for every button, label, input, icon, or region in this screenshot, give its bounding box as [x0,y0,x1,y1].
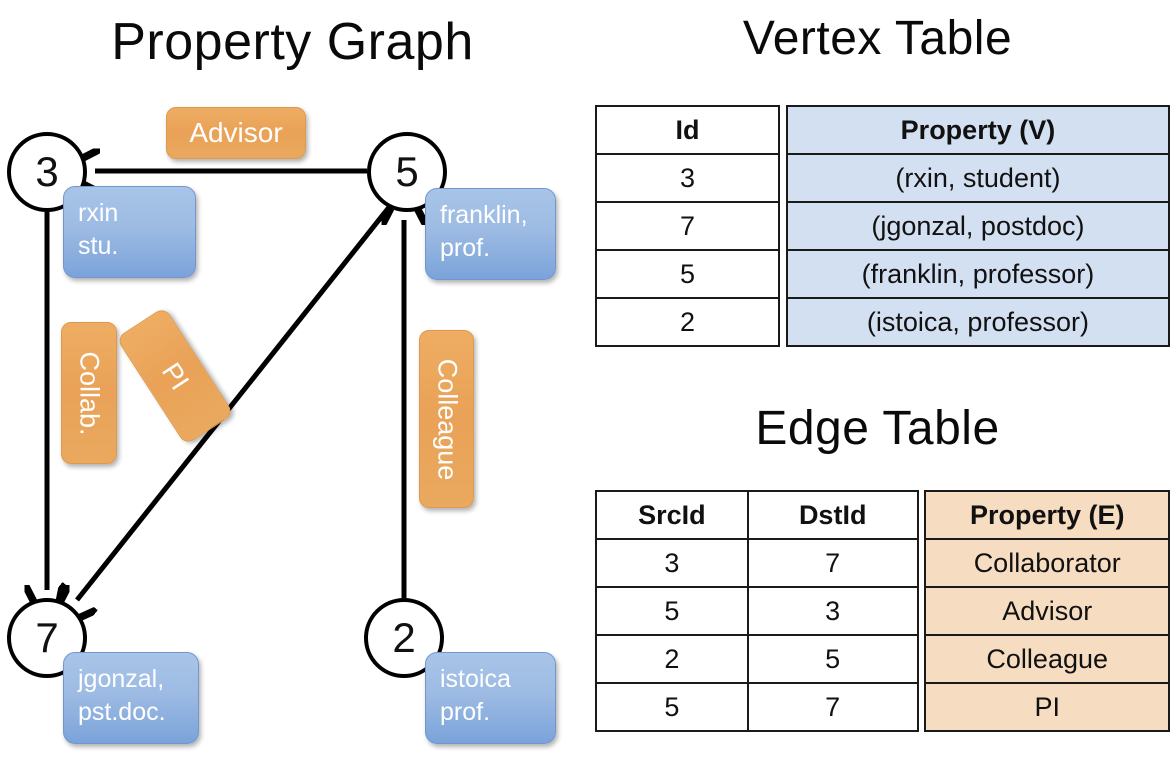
table-row[interactable]: 5 7 PI [595,682,1170,732]
node-property-line-2: stu. [78,232,119,260]
edge-label-box-colleague[interactable]: Colleague [419,330,474,508]
edge-cell-srcid: 5 [595,586,749,636]
table-row[interactable]: 7 (jgonzal, postdoc) [595,201,1170,251]
vertex-table-header-property: Property (V) [785,105,1170,155]
vertex-table: Id Property (V) 3 (rxin, student) 7 (jgo… [595,105,1170,347]
table-header-row: Id Property (V) [595,105,1170,155]
node-property-box-3[interactable]: rxin stu. [63,186,196,278]
table-row[interactable]: 5 (franklin, professor) [595,249,1170,299]
edge-cell-dstid: 3 [746,586,919,636]
vertex-cell-property: (jgonzal, postdoc) [785,201,1170,251]
edge-cell-property: PI [924,682,1170,732]
edge-line-5-to-7 [77,204,392,600]
table-row[interactable]: 3 (rxin, student) [595,153,1170,203]
graph-node-7-label: 7 [35,614,59,661]
table-row[interactable]: 2 (istoica, professor) [595,297,1170,347]
graph-node-3-label: 3 [35,148,59,195]
vertex-cell-property: (rxin, student) [785,153,1170,203]
edge-cell-dstid: 5 [746,634,919,684]
edge-table-header-srcid: SrcId [595,490,749,540]
vertex-table-header-id: Id [595,105,780,155]
node-property-box-7[interactable]: jgonzal, pst.doc. [63,652,199,744]
edge-table-header-dstid: DstId [746,490,919,540]
column-gap-spacer [778,202,787,250]
table-row[interactable]: 2 5 Colleague [595,634,1170,684]
vertex-cell-id: 5 [595,249,780,299]
vertex-cell-id: 3 [595,153,780,203]
edge-cell-dstid: 7 [746,538,919,588]
node-property-box-5[interactable]: franklin, prof. [425,188,556,280]
edge-cell-dstid: 7 [746,682,919,732]
edge-cell-property: Collaborator [924,538,1170,588]
graph-edge-lines [0,0,585,760]
graph-node-5-label: 5 [395,148,419,195]
node-property-box-2[interactable]: istoica prof. [425,652,556,744]
edge-label-text-colleague: Colleague [432,358,462,480]
table-header-row: SrcId DstId Property (E) [595,490,1170,540]
node-property-line-1: istoica [440,665,511,693]
page-title-vertex-table: Vertex Table [742,12,1013,65]
node-property-line-2: pst.doc. [78,698,166,726]
edge-cell-property: Advisor [924,586,1170,636]
node-property-line-2: prof. [440,234,491,262]
vertex-cell-id: 7 [595,201,780,251]
column-gap-spacer [778,250,787,298]
column-gap-spacer [917,587,926,635]
column-gap-spacer [917,635,926,683]
vertex-cell-id: 2 [595,297,780,347]
node-property-line-2: prof. [440,698,491,726]
column-gap-spacer [917,491,926,539]
edge-label-box-collab[interactable]: Collab. [61,322,117,464]
table-row[interactable]: 5 3 Advisor [595,586,1170,636]
table-row[interactable]: 3 7 Collaborator [595,538,1170,588]
node-property-line-1: jgonzal, [78,665,165,693]
property-graph-diagram: 3 5 7 2 rxin stu. franklin, prof. jgonza… [0,0,585,760]
column-gap-spacer [778,154,787,202]
graph-node-2-label: 2 [392,614,416,661]
node-property-line-1: franklin, [440,201,528,229]
page-title-property-graph: Property Graph [111,13,474,71]
edge-table-header-property: Property (E) [924,490,1170,540]
edge-cell-srcid: 3 [595,538,749,588]
vertex-cell-property: (istoica, professor) [785,297,1170,347]
edge-label-text-collab: Collab. [74,350,105,436]
node-property-line-1: rxin [78,199,119,227]
edge-cell-srcid: 2 [595,634,749,684]
column-gap-spacer [917,539,926,587]
column-gap-spacer [917,683,926,731]
vertex-cell-property: (franklin, professor) [785,249,1170,299]
edge-label-text-pi: PI [155,356,195,395]
graph-node-2[interactable]: 2 [364,598,444,678]
page-title-edge-table: Edge Table [755,402,1000,455]
column-gap-spacer [778,106,787,154]
edge-cell-srcid: 5 [595,682,749,732]
edge-cell-property: Colleague [924,634,1170,684]
edge-table: SrcId DstId Property (E) 3 7 Collaborato… [595,490,1170,732]
edge-label-text-advisor: Advisor [189,117,283,148]
column-gap-spacer [778,298,787,346]
edge-label-box-advisor[interactable]: Advisor [166,107,306,159]
